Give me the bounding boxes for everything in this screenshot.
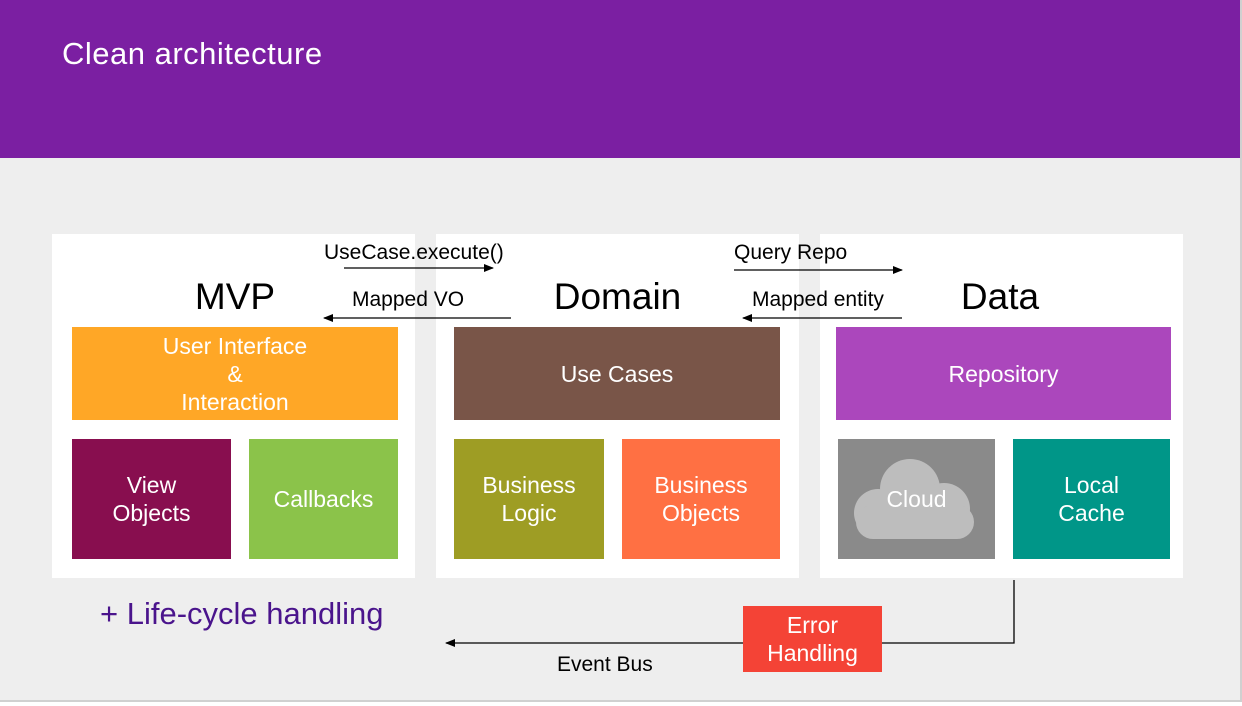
business-objects-box: Business Objects	[622, 439, 780, 559]
ui-interaction-box: User Interface & Interaction	[72, 327, 398, 420]
lifecycle-note: + Life-cycle handling	[100, 596, 384, 631]
use-cases-box: Use Cases	[454, 327, 780, 420]
query-repo-label: Query Repo	[734, 241, 848, 264]
data-layer-title: Data	[960, 276, 1040, 317]
cloud-label: Cloud	[886, 486, 947, 512]
title-bar: Clean architecture	[0, 0, 1240, 158]
error-handling-box: Error Handling	[743, 606, 882, 672]
local-cache-box: Local Cache	[1013, 439, 1170, 559]
callbacks-box: Callbacks	[249, 439, 398, 559]
mapped-vo-label: Mapped VO	[352, 288, 465, 311]
business-logic-box: Business Logic	[454, 439, 604, 559]
cloud-icon	[854, 459, 974, 539]
event-bus-label: Event Bus	[557, 653, 653, 676]
cloud-box: Cloud	[838, 439, 995, 559]
error-path-line	[882, 580, 1015, 644]
slide-title: Clean architecture	[62, 36, 323, 71]
use-case-execute-label: UseCase.execute()	[324, 241, 504, 264]
view-objects-box: View Objects	[72, 439, 231, 559]
mapped-entity-label: Mapped entity	[752, 288, 884, 311]
mvp-layer-title: MVP	[194, 276, 276, 317]
domain-layer-title: Domain	[553, 276, 682, 317]
repository-box: Repository	[836, 327, 1171, 420]
